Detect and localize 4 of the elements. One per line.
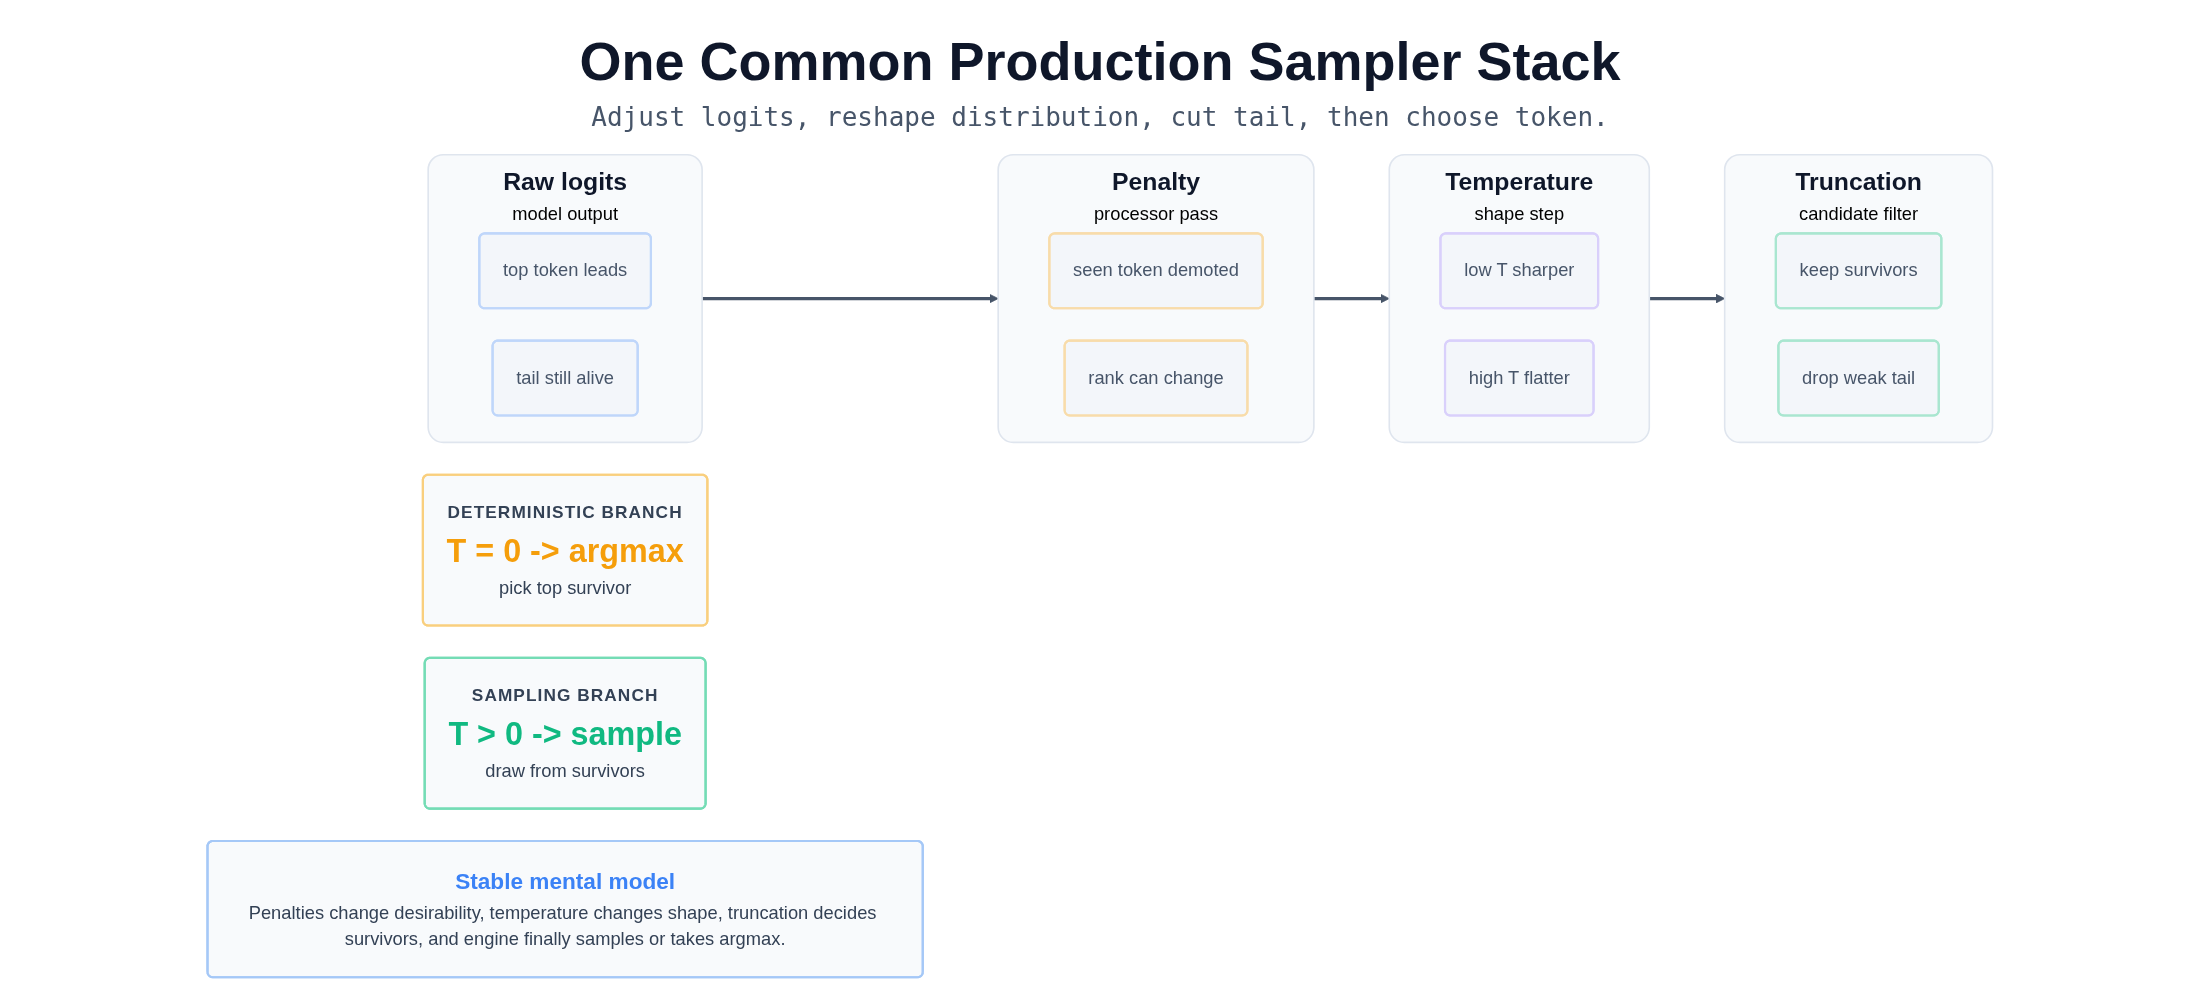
arrow bbox=[1313, 293, 1390, 304]
arrow bbox=[702, 293, 999, 304]
subtitle: Adjust logits, reshape distribution, cut tail, then choose token. bbox=[591, 102, 1609, 132]
diagram-title: One Common Production Sampler Stack bbox=[579, 30, 1621, 92]
